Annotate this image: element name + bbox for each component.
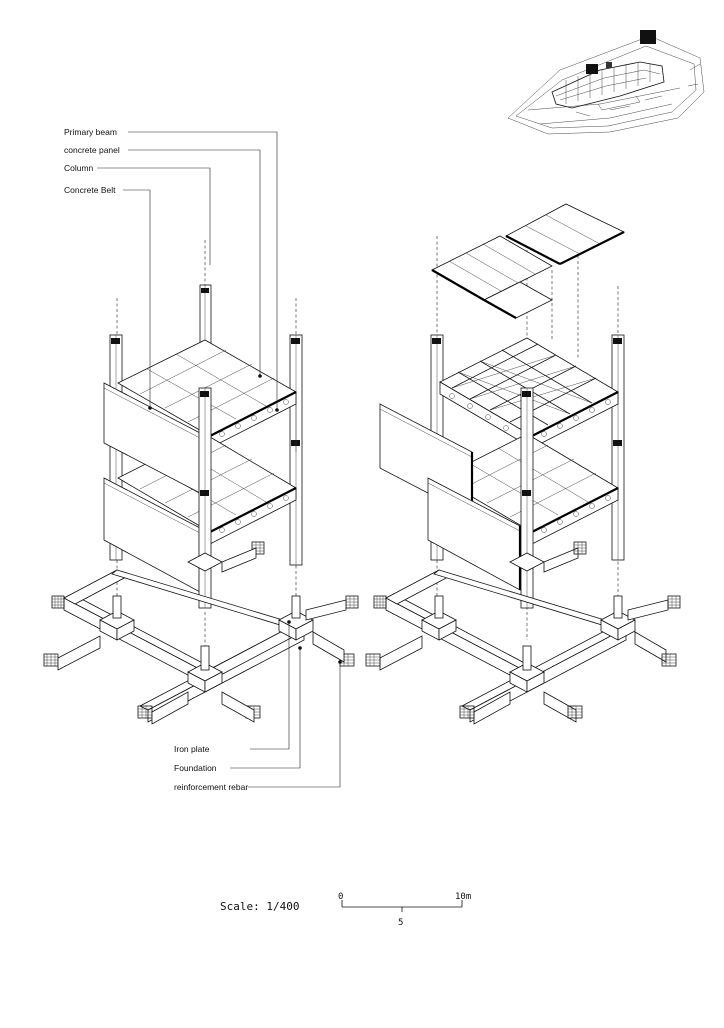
scale-start: 0 <box>338 892 343 902</box>
left-foundation <box>43 541 359 725</box>
label-concrete-belt: Concrete Belt <box>64 185 116 195</box>
scale-mid: 5 <box>398 918 403 928</box>
left-footing-pads <box>99 552 314 693</box>
leader-lines <box>97 131 342 788</box>
right-structure <box>365 203 681 725</box>
scale-label: Scale: 1/400 <box>220 900 299 913</box>
label-foundation: Foundation <box>174 763 217 773</box>
label-reinforcement-rebar: reinforcement rebar <box>174 782 248 792</box>
scale-bar: Scale: 1/400 0 5 10m <box>220 892 471 928</box>
label-iron-plate: Iron plate <box>174 744 210 754</box>
left-upper-beam-details <box>219 399 289 437</box>
right-foundation <box>365 541 681 725</box>
right-roof-panels <box>431 203 625 319</box>
site-minimap <box>507 30 705 135</box>
left-column-back <box>199 284 212 346</box>
right-truss-deck <box>439 337 619 449</box>
label-concrete-panel: concrete panel <box>64 145 120 155</box>
left-column-front <box>198 387 212 609</box>
left-structure <box>43 240 359 725</box>
right-rebar-cages <box>365 541 681 719</box>
scale-end: 10m <box>455 892 471 902</box>
component-labels: Primary beam concrete panel Column Concr… <box>64 127 248 792</box>
label-column: Column <box>64 163 94 173</box>
label-primary-beam: Primary beam <box>64 127 117 137</box>
